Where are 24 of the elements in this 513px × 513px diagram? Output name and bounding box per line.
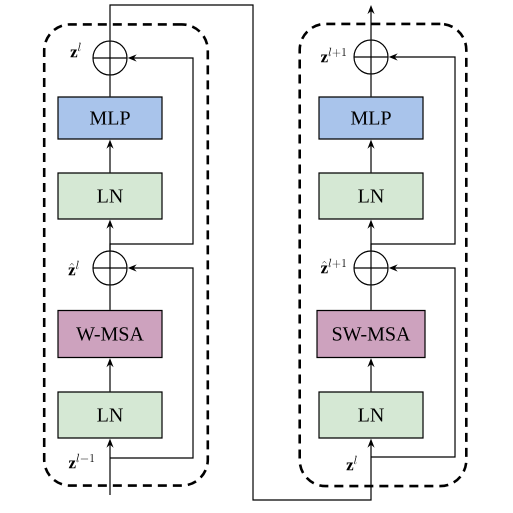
dashed-block-frame	[42, 23, 210, 487]
process-box: LN	[318, 172, 424, 220]
process-box: LN	[57, 391, 163, 439]
math-label: $\mathbf{z}^{l}$	[346, 456, 358, 470]
math-label: $\mathbf{z}^{l}$	[70, 42, 81, 58]
dashed-block-frame	[298, 22, 468, 488]
math-label: $\hat{\mathbf{z}}^{l}$	[68, 260, 79, 276]
adder-circle	[353, 250, 389, 286]
process-box: MLP	[318, 96, 424, 140]
adder-circle	[92, 250, 128, 286]
process-box: MLP	[57, 96, 163, 140]
process-box: LN	[318, 391, 424, 439]
process-box: LN	[57, 172, 163, 220]
math-label: $\mathbf{z}^{l+1}$	[320, 48, 346, 62]
connector-line	[370, 286, 372, 310]
adder-circle	[92, 40, 128, 76]
adder-circle	[353, 39, 389, 75]
math-label: $\hat{\mathbf{z}}^{l+1}$	[320, 258, 346, 274]
math-label: $\mathbf{z}^{l-1}$	[68, 454, 96, 468]
connector-line	[370, 74, 372, 96]
connector-line	[109, 286, 111, 310]
connector-line	[109, 76, 111, 96]
process-box: SW-MSA	[316, 310, 426, 358]
process-box: W-MSA	[57, 310, 163, 358]
